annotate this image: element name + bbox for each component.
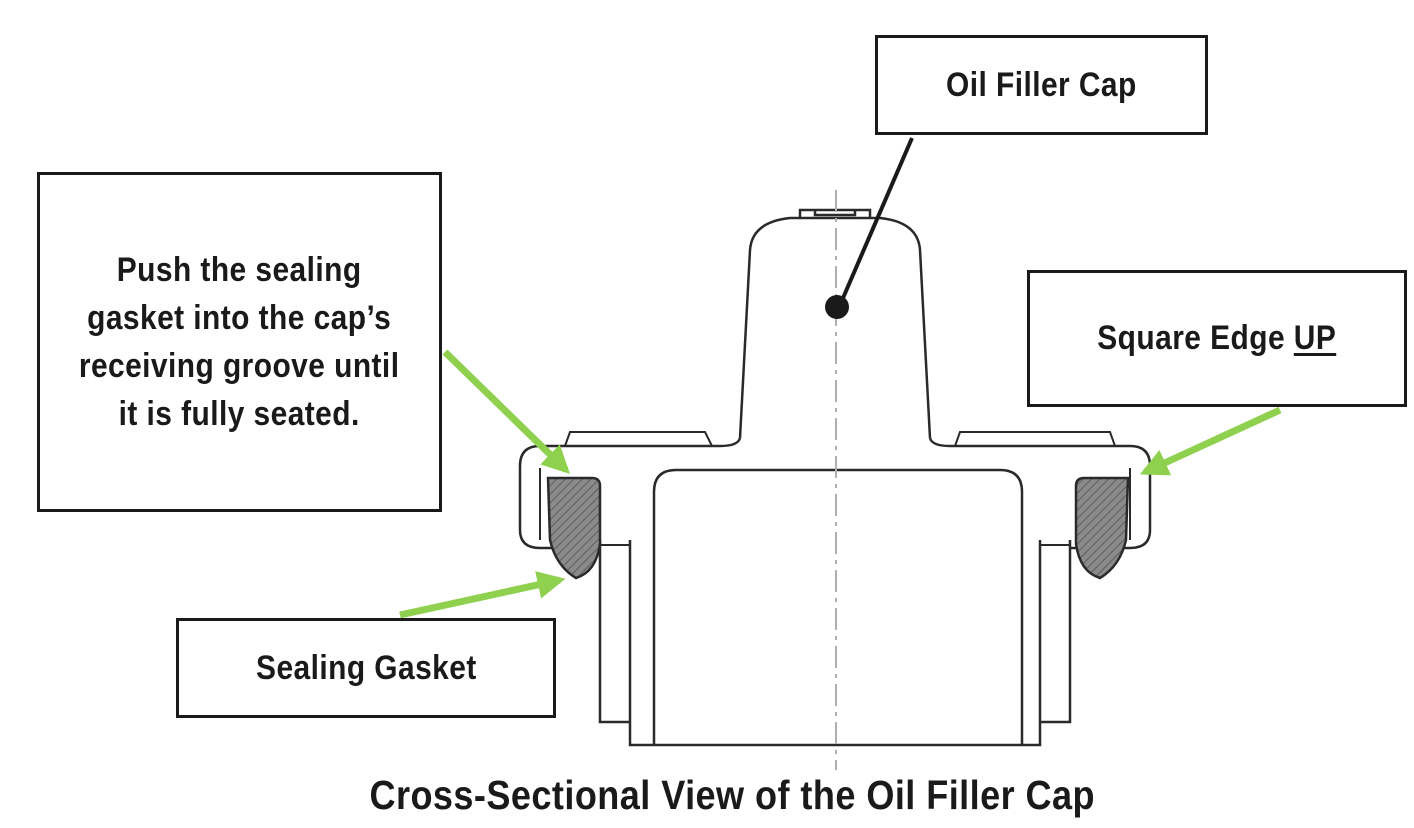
instruction-line: receiving groove until — [79, 347, 400, 385]
oil-filler-cap-text: Oil Filler Cap — [946, 65, 1137, 104]
oil-filler-cap-label: Oil Filler Cap — [875, 35, 1208, 135]
diagram-caption: Cross-Sectional View of the Oil Filler C… — [0, 772, 1414, 819]
instruction-line: it is fully seated. — [118, 395, 361, 433]
square-edge-arrow — [1139, 406, 1282, 476]
sealing-gasket-text: Sealing Gasket — [255, 648, 477, 687]
instruction-line: Push the sealing — [117, 251, 362, 289]
square-edge-prefix: Square Edge — [1097, 319, 1295, 357]
left-gasket — [546, 476, 602, 580]
oil-cap-leader-dot — [825, 295, 849, 319]
gasket-arrow — [399, 571, 566, 619]
instruction-callout: Push the sealing gasket into the cap’s r… — [37, 172, 442, 512]
right-gasket — [1074, 476, 1130, 580]
instruction-arrow — [442, 349, 571, 474]
sealing-gasket-label: Sealing Gasket — [176, 618, 556, 718]
caption-text: Cross-Sectional View of the Oil Filler C… — [369, 772, 1095, 818]
instruction-text: Push the sealing gasket into the cap’s r… — [57, 246, 421, 438]
square-edge-callout: Square Edge UP — [1027, 270, 1407, 407]
instruction-line: gasket into the cap’s — [87, 299, 392, 337]
oil-cap-leader-line — [838, 137, 914, 306]
square-edge-text: Square Edge UP — [1098, 319, 1337, 358]
square-edge-up: UP — [1294, 319, 1337, 357]
